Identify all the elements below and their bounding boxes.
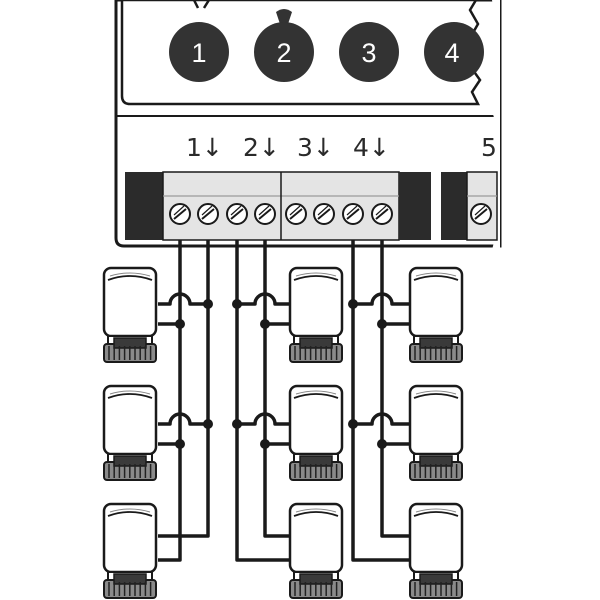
end-block-left <box>125 172 163 240</box>
terminal-label-3: 3↓ <box>297 133 334 162</box>
actuators <box>102 266 464 599</box>
terminal-label-1: 1↓ <box>186 133 223 162</box>
actuator-r1-c2 <box>288 266 344 363</box>
wire-pair-2 <box>232 240 291 562</box>
terminal-screw-2 <box>197 203 219 225</box>
zone-buttons: 1 2 3 4 <box>169 0 484 82</box>
terminal-label-4: 4↓ <box>353 133 390 162</box>
actuator-r1-c3 <box>408 266 464 363</box>
terminal-screw-1 <box>169 203 191 225</box>
terminal-strip <box>125 171 498 241</box>
actuator-r1-c1 <box>102 266 158 363</box>
zone-button-label: 1 <box>191 38 206 68</box>
actuator-r3-c2 <box>288 502 344 599</box>
wires <box>158 240 410 562</box>
end-block-next <box>441 172 467 240</box>
terminal-labels: 1↓ 2↓ 3↓ 4↓ 5 <box>186 133 497 162</box>
actuator-r3-c1 <box>102 502 158 599</box>
zone-button-2[interactable]: 2 <box>254 9 314 82</box>
zone-button-1[interactable]: 1 <box>169 0 229 82</box>
terminal-screw-3 <box>226 203 248 225</box>
actuator-r2-c2 <box>288 384 344 481</box>
terminal-screw-8 <box>371 203 393 225</box>
actuator-r2-c1 <box>102 384 158 481</box>
actuator-r3-c3 <box>408 502 464 599</box>
terminal-label-5: 5 <box>481 133 497 162</box>
terminal-screw-9 <box>470 203 492 225</box>
terminal-screw-5 <box>285 203 307 225</box>
wire-pair-3 <box>348 240 410 562</box>
end-block-right <box>399 172 431 240</box>
terminal-screw-6 <box>313 203 335 225</box>
zone-button-4[interactable]: 4 <box>424 22 484 82</box>
zone-button-3[interactable]: 3 <box>339 22 399 82</box>
wire-pair-1 <box>158 240 213 562</box>
zone-button-label: 3 <box>361 38 376 68</box>
zone-button-label: 4 <box>444 38 459 68</box>
zone-button-label: 2 <box>276 38 291 68</box>
terminal-screw-7 <box>342 203 364 225</box>
terminal-label-2: 2↓ <box>243 133 280 162</box>
terminal-screw-4 <box>254 203 276 225</box>
actuator-r2-c3 <box>408 384 464 481</box>
